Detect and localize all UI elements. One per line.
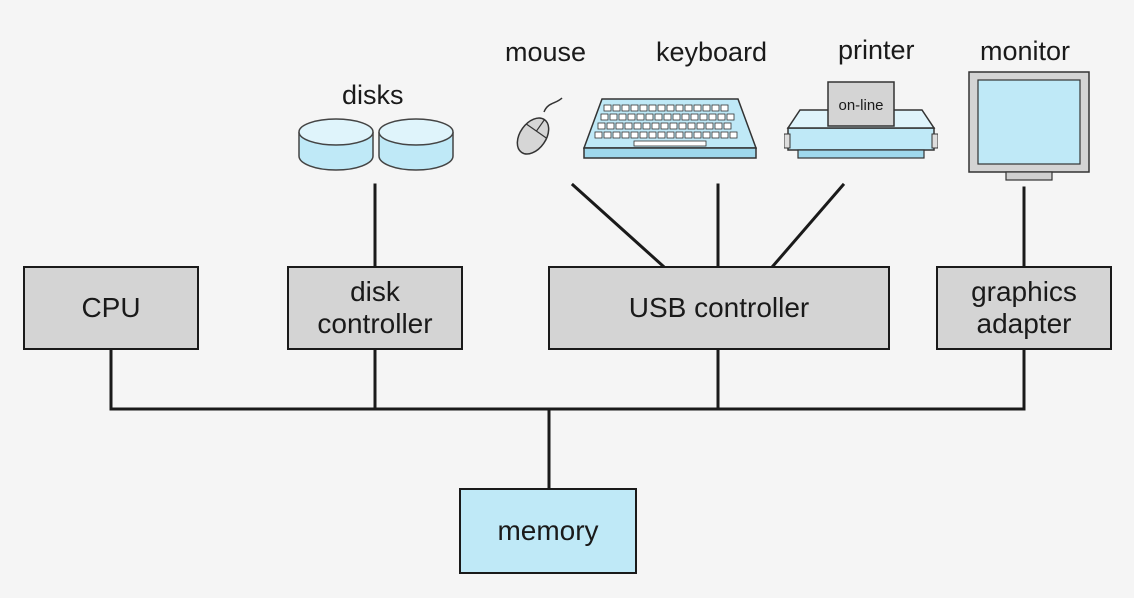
printer-icon: on-line [784, 81, 938, 159]
keyboard-key [717, 113, 726, 121]
memory-box: memory [459, 488, 637, 574]
usb-controller-box: USB controller [548, 266, 890, 350]
graphics-adapter-box: graphics adapter [936, 266, 1112, 350]
keyboard-key [642, 122, 651, 130]
keyboard-key [648, 104, 657, 112]
keyboard-key [684, 131, 693, 139]
keyboard-key [606, 122, 615, 130]
memory-label: memory [497, 515, 599, 546]
keyboard-key [672, 113, 681, 121]
monitor-label: monitor [980, 36, 1071, 66]
printer-link [770, 182, 846, 269]
keyboard-key [594, 131, 603, 139]
keyboard-key [657, 131, 666, 139]
disks-label: disks [342, 80, 404, 110]
keyboard-key [621, 104, 630, 112]
keyboard-key [630, 131, 639, 139]
keyboard-key [690, 113, 699, 121]
cpu-label: CPU [81, 292, 141, 323]
mouse-icon [516, 97, 563, 155]
keyboard-key [678, 122, 687, 130]
printer-label: printer [838, 35, 915, 65]
cpu-box: CPU [23, 266, 199, 350]
keyboard-key [705, 122, 714, 130]
keyboard-key [639, 104, 648, 112]
keyboard-key [675, 131, 684, 139]
keyboard-key [612, 104, 621, 112]
keyboard-key [687, 122, 696, 130]
graphics-adapter-label-line2: adapter [976, 308, 1072, 339]
keyboard-key [729, 131, 738, 139]
keyboard-key [699, 113, 708, 121]
keyboard-spacebar [633, 140, 707, 147]
keyboard-key [612, 131, 621, 139]
disks-icon [298, 118, 454, 171]
mouse-link [570, 182, 666, 269]
keyboard-key [651, 122, 660, 130]
keyboard-key [657, 104, 666, 112]
keyboard-key [624, 122, 633, 130]
keyboard-key [723, 122, 732, 130]
keyboard-key [630, 104, 639, 112]
mouse-label: mouse [505, 37, 587, 67]
keyboard-key [654, 113, 663, 121]
keyboard-key [627, 113, 636, 121]
keyboard-key [669, 122, 678, 130]
keyboard-key [648, 131, 657, 139]
keyboard-key [666, 131, 675, 139]
keyboard-key [681, 113, 690, 121]
keyboard-key [636, 113, 645, 121]
keyboard-key [621, 131, 630, 139]
keyboard-key [702, 131, 711, 139]
keyboard-key [714, 122, 723, 130]
keyboard-key [720, 104, 729, 112]
disk-controller-box: disk controller [287, 266, 463, 350]
keyboard-key [603, 131, 612, 139]
keyboard-key [684, 104, 693, 112]
disk-controller-label-line2: controller [317, 308, 433, 339]
keyboard-key [708, 113, 717, 121]
monitor-icon [968, 71, 1090, 181]
keyboard-key [696, 122, 705, 130]
keyboard-key [609, 113, 618, 121]
keyboard-key [720, 131, 729, 139]
keyboard-key [615, 122, 624, 130]
keyboard-key [639, 131, 648, 139]
keyboard-key [702, 104, 711, 112]
keyboard-key [693, 104, 702, 112]
keyboard-key [597, 122, 606, 130]
keyboard-key [711, 131, 720, 139]
keyboard-key [711, 104, 720, 112]
keyboard-key [600, 113, 609, 121]
keyboard-key [666, 104, 675, 112]
disk-controller-label-line1: disk [350, 276, 400, 307]
keyboard-key [726, 113, 735, 121]
keyboard-key [675, 104, 684, 112]
keyboard-icon [582, 98, 758, 159]
keyboard-label: keyboard [656, 37, 768, 67]
keyboard-key [645, 113, 654, 121]
keyboard-key [693, 131, 702, 139]
keyboard-key [633, 122, 642, 130]
keyboard-key [660, 122, 669, 130]
graphics-adapter-label-line1: graphics [971, 276, 1077, 307]
keyboard-key [663, 113, 672, 121]
keyboard-key [603, 104, 612, 112]
printer-paper [827, 81, 895, 127]
keyboard-key [618, 113, 627, 121]
printer-status-text: on-line [838, 97, 883, 114]
usb-controller-label: USB controller [628, 292, 810, 323]
